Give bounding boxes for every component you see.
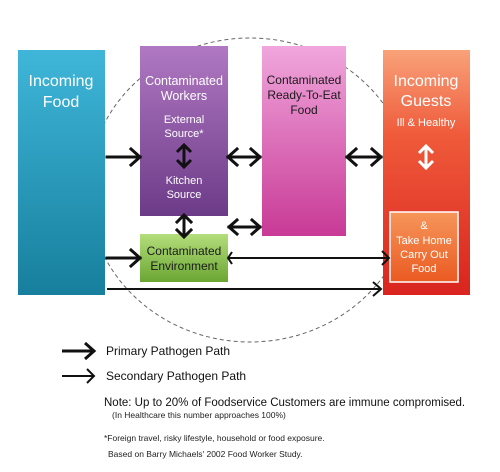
immune-note: Note: Up to 20% of Foodservice Customers…	[104, 397, 466, 409]
rte-line-1: Contaminated	[267, 73, 342, 87]
external-source-line-2: Source*	[164, 128, 204, 140]
arrow-workers-environment-bidirectional	[174, 212, 194, 240]
footnote-source: Based on Barry Michaels' 2002 Food Worke…	[108, 449, 303, 459]
take-home-carry-out-box: & Take Home Carry Out Food	[389, 211, 459, 283]
guests-status: Ill & Healthy	[397, 117, 456, 129]
incoming-food-line-1: Incoming	[29, 73, 94, 90]
incoming-food-line-2: Food	[43, 94, 79, 111]
arrow-environment-to-guests	[226, 250, 391, 266]
incoming-food-box: Incoming Food	[18, 50, 105, 295]
external-source-line-1: External	[164, 114, 204, 126]
arrow-workers-rte-bidirectional	[225, 146, 263, 168]
environment-line-1: Contaminated	[147, 244, 222, 258]
rte-line-3: Food	[290, 103, 317, 117]
environment-line-2: Environment	[150, 259, 218, 273]
workers-line-1: Contaminated	[145, 74, 223, 88]
kitchen-source-line-2: Source	[167, 189, 202, 201]
take-home-line-4: Food	[411, 263, 436, 275]
take-home-line-2: Take Home	[396, 235, 452, 247]
arrow-food-to-guests	[107, 281, 383, 297]
workers-line-2: Workers	[161, 89, 207, 103]
arrow-food-to-workers	[105, 146, 143, 168]
workers-bidirectional-icon	[175, 142, 193, 170]
legend-primary: Primary Pathogen Path	[62, 341, 230, 361]
footnote-asterisk: *Foreign travel, risky lifestyle, househ…	[104, 433, 325, 443]
boundary-ellipse	[87, 37, 413, 343]
take-home-line-1: &	[420, 220, 428, 232]
rte-line-2: Ready-To-Eat	[267, 88, 341, 102]
legend-primary-label: Primary Pathogen Path	[106, 344, 231, 358]
kitchen-source-line-1: Kitchen	[166, 175, 203, 187]
arrow-environment-rte-bidirectional	[226, 217, 263, 237]
contaminated-environment-box: Contaminated Environment	[140, 234, 228, 282]
ready-to-eat-food-box: Contaminated Ready-To-Eat Food	[262, 46, 346, 236]
guests-bidirectional-icon	[417, 143, 435, 171]
immune-note-sub: (In Healthcare this number approaches 10…	[112, 410, 286, 420]
arrow-rte-guests-bidirectional	[344, 146, 384, 168]
legend-secondary: Secondary Pathogen Path	[62, 366, 246, 386]
arrow-food-to-environment	[105, 247, 143, 269]
contaminated-workers-box: Contaminated Workers External Source* Ki…	[140, 46, 228, 216]
incoming-guests-line-2: Guests	[401, 93, 452, 110]
primary-path-icon	[62, 341, 97, 361]
legend-secondary-label: Secondary Pathogen Path	[106, 369, 247, 383]
secondary-path-icon	[62, 368, 96, 384]
take-home-line-3: Carry Out	[400, 249, 448, 261]
incoming-guests-line-1: Incoming	[394, 73, 459, 90]
